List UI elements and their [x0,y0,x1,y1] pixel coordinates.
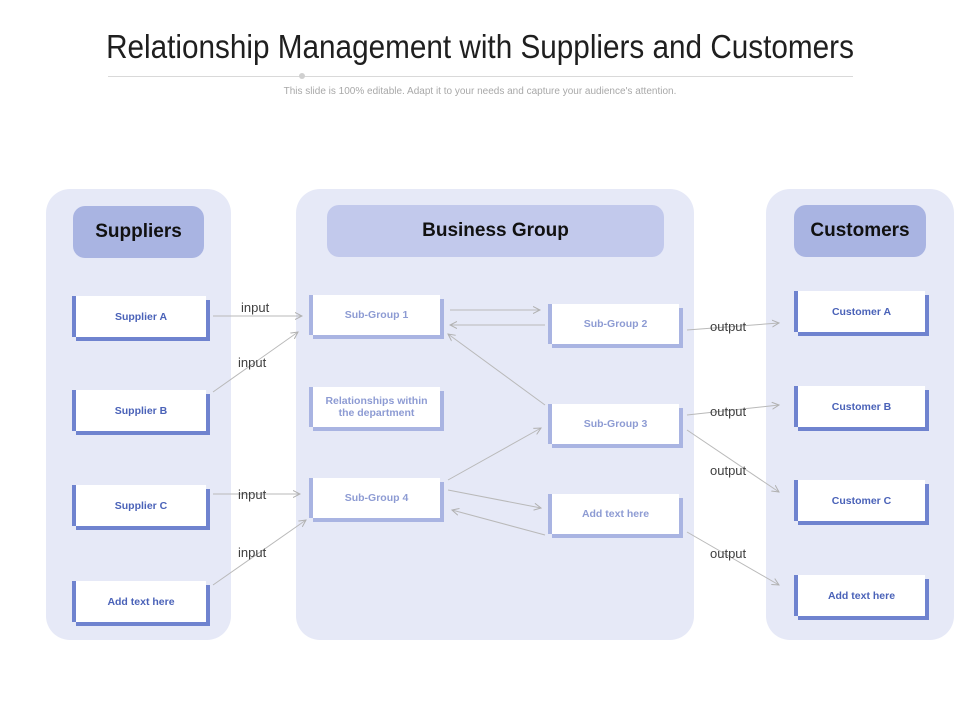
customer-box: Add text here [794,575,925,616]
input-label: input [238,355,267,370]
sub-group-1-box: Sub-Group 1 [309,295,440,335]
customer-box-label: Customer A [831,305,892,318]
supplier-box-label: Supplier B [114,404,168,417]
arrow-sub3-customerC [686,429,779,492]
output-label: output [710,404,747,419]
title-divider-dot [299,73,305,79]
arrow-sub4-sub3 [447,428,541,481]
sub-group-1-label: Sub-Group 1 [344,309,409,321]
customer-box: Customer B [794,386,925,427]
customers-header: Customers [794,205,926,257]
supplier-box-label: Add text here [107,595,175,608]
arrow-supplierB-sub1 [212,332,298,393]
sub-group-4-box: Sub-Group 4 [309,478,440,518]
input-label: input [241,300,270,315]
supplier-box: Supplier B [72,390,206,431]
business-group-header: Business Group [327,205,664,257]
customer-box-label: Customer C [831,494,892,507]
arrow-sub3-sub1 [448,334,546,406]
output-label: output [710,546,747,561]
arrow-sub4-add [447,489,541,508]
output-label: output [710,319,747,334]
sub-group-4-label: Sub-Group 4 [344,492,409,504]
input-label: input [238,487,267,502]
arrow-sub3-customerB [686,405,779,416]
supplier-box: Supplier C [72,485,206,526]
supplier-box: Add text here [72,581,206,622]
relationships-box: Relationships within the department [309,387,440,427]
business-add-text-label: Add text here [581,508,650,520]
customer-box: Customer A [794,291,925,332]
sub-group-2-label: Sub-Group 2 [583,318,648,330]
arrow-sub2-customerA [686,323,779,331]
supplier-box-label: Supplier A [114,310,168,323]
supplier-box-label: Supplier C [114,499,168,512]
sub-group-3-box: Sub-Group 3 [548,404,679,444]
supplier-box: Supplier A [72,296,206,337]
input-label: input [238,545,267,560]
arrow-add-sub4 [212,520,306,586]
title-divider [108,76,853,77]
output-label: output [710,463,747,478]
business-add-text-box: Add text here [548,494,679,534]
slide-subtitle: This slide is 100% editable. Adapt it to… [283,86,677,97]
customer-box-label: Customer B [831,400,892,413]
sub-group-3-label: Sub-Group 3 [583,418,648,430]
suppliers-header: Suppliers [73,206,204,258]
customer-box-label: Add text here [827,589,896,602]
slide-title: Relationship Management with Suppliers a… [106,28,854,65]
sub-group-2-box: Sub-Group 2 [548,304,679,344]
arrow-add-sub4 [452,510,546,536]
arrow-add-customerAdd [686,531,779,585]
customer-box: Customer C [794,480,925,521]
relationships-label: Relationships within the department [325,395,428,419]
